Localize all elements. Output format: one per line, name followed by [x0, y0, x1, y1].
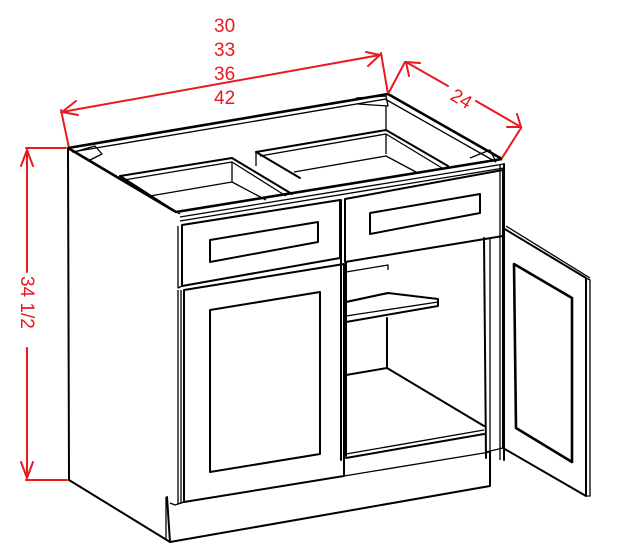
width-option-42: 42	[214, 88, 235, 109]
width-option-30: 30	[214, 16, 235, 37]
depth-label: 24	[447, 85, 476, 114]
cabinet-interior	[345, 237, 491, 459]
cabinet-body	[67, 92, 505, 543]
right-drawer-box	[255, 129, 449, 179]
width-option-33: 33	[214, 40, 235, 61]
left-door	[177, 263, 345, 505]
dimension-height: 34 1/2	[16, 147, 69, 481]
center-stile	[340, 199, 347, 461]
width-option-36: 36	[214, 64, 235, 85]
left-drawer-box	[119, 157, 293, 213]
height-label: 34 1/2	[16, 276, 37, 329]
toe-kick	[165, 447, 504, 543]
right-door-open	[502, 225, 591, 497]
dimension-width: 30 33 36 42	[59, 16, 389, 149]
right-drawer-front	[344, 169, 504, 263]
